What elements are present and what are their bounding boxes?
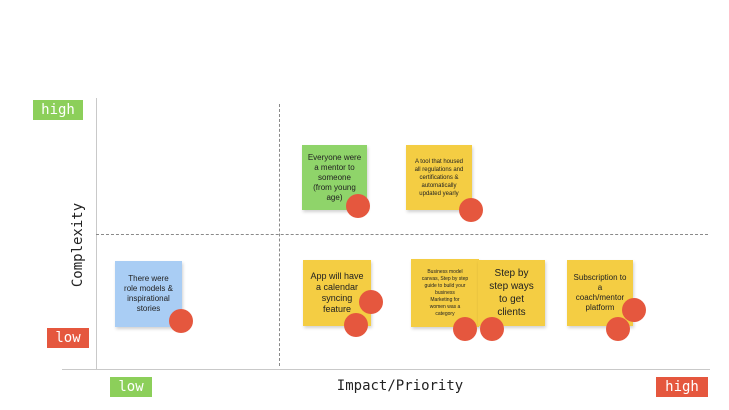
- sticky-note-text: Business model canvas, Step by step guid…: [421, 268, 469, 317]
- y-axis-high-tag: high: [33, 100, 83, 120]
- vote-dot[interactable]: [459, 198, 483, 222]
- sticky-note-text: App will have a calendar syncing feature: [310, 271, 364, 314]
- x-axis-low-tag: low: [110, 377, 152, 397]
- vote-dot[interactable]: [622, 298, 646, 322]
- x-axis-line: [62, 369, 710, 370]
- vote-dot[interactable]: [480, 317, 504, 341]
- y-axis-low-tag: low: [47, 328, 89, 348]
- sticky-note[interactable]: Step by step ways to get clients: [478, 260, 545, 326]
- vote-dot[interactable]: [344, 313, 368, 337]
- sticky-note[interactable]: Business model canvas, Step by step guid…: [411, 259, 479, 327]
- vote-dot[interactable]: [346, 194, 370, 218]
- sticky-note-text: A tool that housed all regulations and c…: [414, 158, 464, 197]
- y-axis-label: Complexity: [70, 202, 86, 288]
- vote-dot[interactable]: [606, 317, 630, 341]
- x-axis-high-tag: high: [656, 377, 708, 397]
- sticky-note[interactable]: Subscription to a coach/mentor platform: [567, 260, 633, 326]
- sticky-note-text: Everyone were a mentor to someone (from …: [307, 152, 362, 202]
- horizontal-quadrant-divider: [96, 234, 708, 235]
- vote-dot[interactable]: [453, 317, 477, 341]
- vertical-quadrant-divider: [279, 104, 280, 366]
- sticky-note[interactable]: A tool that housed all regulations and c…: [406, 145, 472, 210]
- vote-dot[interactable]: [359, 290, 383, 314]
- sticky-note-text: Subscription to a coach/mentor platform: [573, 273, 627, 312]
- vote-dot[interactable]: [169, 309, 193, 333]
- x-axis-label: Impact/Priority: [336, 378, 464, 394]
- sticky-note-text: Step by step ways to get clients: [489, 268, 534, 318]
- sticky-note-text: There were role models & inspirational s…: [124, 274, 173, 313]
